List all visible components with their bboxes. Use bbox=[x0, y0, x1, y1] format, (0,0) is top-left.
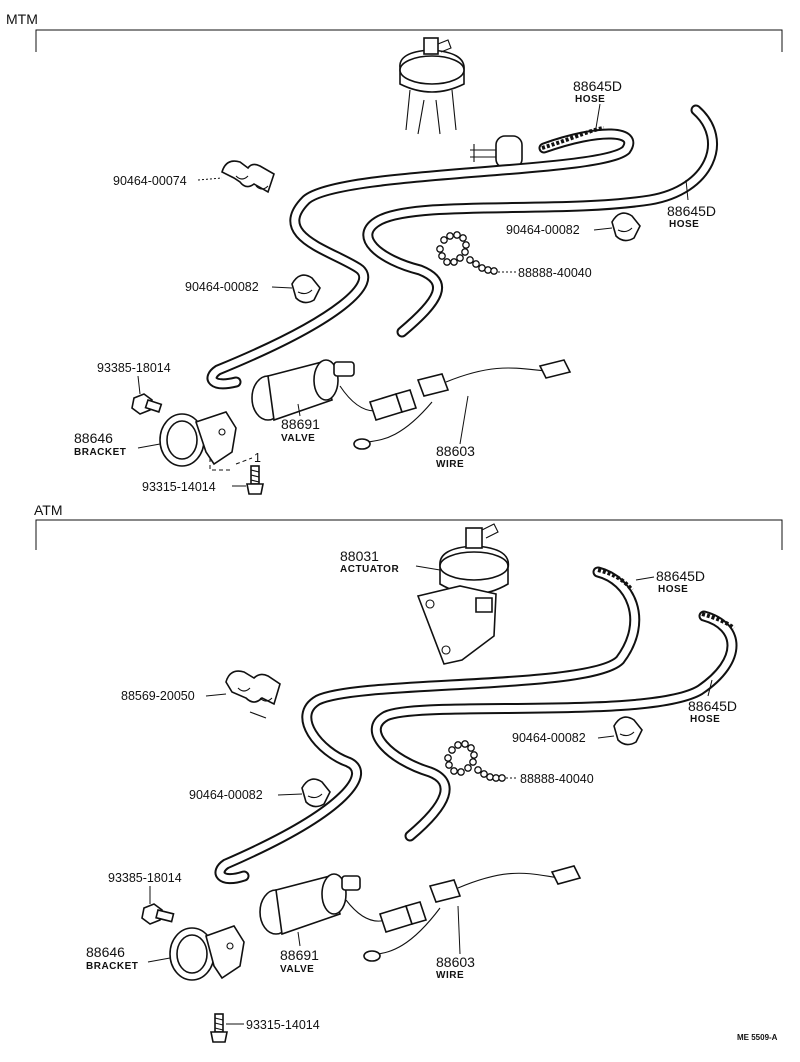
leader-valve-mtm bbox=[297, 403, 301, 417]
hose-upper-atm bbox=[214, 566, 641, 885]
figure-reference-code: ME 5509-A bbox=[737, 1033, 778, 1042]
bolt-leader-mtm bbox=[209, 457, 253, 471]
actuator-mtm bbox=[399, 37, 465, 135]
bolt-93315-14014-mtm bbox=[246, 465, 264, 495]
leader-hose-right-mtm bbox=[685, 179, 689, 201]
label-valve-atm: 88691 bbox=[280, 947, 319, 963]
clip-90464-00082-right-atm bbox=[613, 716, 643, 746]
label-chain-atm: 88888-40040 bbox=[520, 772, 594, 786]
label-valve-word-mtm: VALVE bbox=[281, 433, 315, 444]
label-hose-top-atm: 88645D bbox=[656, 568, 705, 584]
label-bracket-word-mtm: BRACKET bbox=[74, 447, 126, 458]
section-atm: ATM bbox=[34, 502, 783, 1043]
leader-wire-atm bbox=[457, 905, 461, 955]
label-actuator-word-atm: ACTUATOR bbox=[340, 564, 399, 575]
leader-actuator-atm bbox=[415, 565, 441, 571]
leader-clip-c-atm bbox=[277, 793, 303, 796]
leader-wire-mtm bbox=[459, 395, 469, 445]
wire-88603-mtm bbox=[353, 359, 572, 450]
label-bolt-a-atm: 93385-18014 bbox=[108, 871, 182, 885]
label-valve-word-atm: VALVE bbox=[280, 964, 314, 975]
bracket-88646-atm bbox=[169, 925, 245, 981]
leader-bracket-atm bbox=[147, 957, 171, 963]
label-hose-right-word-atm: HOSE bbox=[690, 714, 720, 725]
clip-90464-00082-right-mtm bbox=[611, 212, 641, 242]
label-bracket-word-atm: BRACKET bbox=[86, 961, 138, 972]
section-title-mtm: MTM bbox=[6, 11, 38, 27]
wire-88603-atm bbox=[363, 865, 582, 962]
label-clip-a-atm: 88569-20050 bbox=[121, 689, 195, 703]
bolt-93385-18014-mtm bbox=[131, 393, 163, 415]
label-bolt-b-mtm: 93315-14014 bbox=[142, 480, 216, 494]
valve-88691-atm bbox=[259, 873, 387, 936]
label-hose-top-mtm: 88645D bbox=[573, 78, 622, 94]
label-wire-word-atm: WIRE bbox=[436, 970, 464, 981]
label-hose-right-atm: 88645D bbox=[688, 698, 737, 714]
label-clip-c-atm: 90464-00082 bbox=[189, 788, 263, 802]
leader-clip-a-mtm bbox=[197, 177, 223, 181]
leader-hose-right-atm bbox=[707, 679, 713, 697]
label-valve-mtm: 88691 bbox=[281, 416, 320, 432]
section-bracket-mtm bbox=[35, 29, 783, 52]
bracket-88646-mtm bbox=[159, 411, 237, 467]
leader-clip-b-mtm bbox=[593, 227, 613, 231]
leader-bracket-mtm bbox=[137, 443, 161, 449]
bolt-93385-18014-atm bbox=[141, 903, 175, 925]
label-clip-c-mtm: 90464-00082 bbox=[185, 280, 259, 294]
hose-lower-mtm bbox=[362, 104, 718, 338]
label-bolt-b-atm: 93315-14014 bbox=[246, 1018, 320, 1032]
actuator-88031-atm bbox=[416, 523, 510, 665]
valve-88691-mtm bbox=[251, 359, 383, 422]
label-clip-b-mtm: 90464-00082 bbox=[506, 223, 580, 237]
label-wire-mtm: 88603 bbox=[436, 443, 475, 459]
section-mtm: MTM bbox=[6, 11, 783, 495]
section-bracket-atm bbox=[35, 519, 783, 550]
leader-clip-b-atm bbox=[597, 735, 615, 739]
label-wire-word-mtm: WIRE bbox=[436, 459, 464, 470]
label-hose-top-word-atm: HOSE bbox=[658, 584, 688, 595]
hose-plug-mtm bbox=[470, 135, 523, 169]
clip-90464-00082-left-atm bbox=[301, 778, 331, 808]
bead-chain-atm bbox=[444, 740, 506, 782]
label-actuator-atm: 88031 bbox=[340, 548, 379, 564]
clip-88569-20050-atm bbox=[225, 670, 281, 719]
label-hose-right-word-mtm: HOSE bbox=[669, 219, 699, 230]
section-title-atm: ATM bbox=[34, 502, 63, 518]
label-bracket-atm: 88646 bbox=[86, 944, 125, 960]
label-chain-mtm: 88888-40040 bbox=[518, 266, 592, 280]
clip-90464-00074-mtm bbox=[221, 160, 275, 194]
label-clip-a-mtm: 90464-00074 bbox=[113, 174, 187, 188]
leader-clip-a-atm bbox=[205, 693, 227, 697]
label-qty-mtm: 1 bbox=[254, 451, 261, 465]
label-hose-top-word-mtm: HOSE bbox=[575, 94, 605, 105]
bolt-93315-14014-atm bbox=[210, 1013, 228, 1043]
label-clip-b-atm: 90464-00082 bbox=[512, 731, 586, 745]
label-bracket-mtm: 88646 bbox=[74, 430, 113, 446]
hose-upper-mtm bbox=[206, 126, 635, 390]
hose-lower-atm bbox=[370, 610, 738, 842]
label-bolt-a-mtm: 93385-18014 bbox=[97, 361, 171, 375]
bead-chain-mtm bbox=[436, 231, 498, 275]
leader-hose-top-atm bbox=[635, 576, 655, 581]
label-hose-right-mtm: 88645D bbox=[667, 203, 716, 219]
leader-valve-atm bbox=[297, 931, 301, 947]
leader-bolt-a-mtm bbox=[137, 375, 141, 395]
label-wire-atm: 88603 bbox=[436, 954, 475, 970]
clip-90464-00082-left-mtm bbox=[291, 274, 321, 304]
leader-clip-c-mtm bbox=[271, 286, 293, 289]
leader-hose-top-mtm bbox=[595, 103, 601, 129]
